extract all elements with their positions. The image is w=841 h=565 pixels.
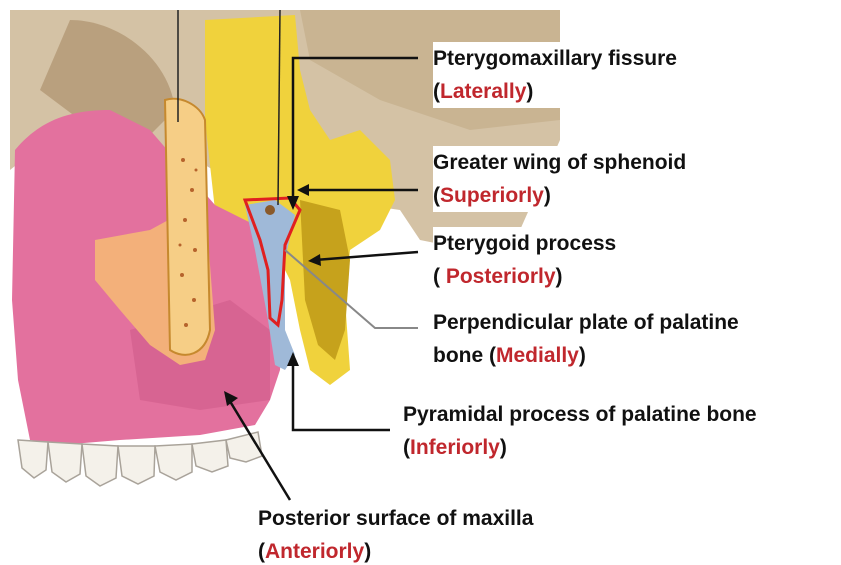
direction-text: Superiorly	[440, 184, 544, 207]
label-pyramidal-process: Pyramidal process of palatine bone (Infe…	[403, 398, 761, 464]
label-direction-line: (Anteriorly)	[258, 535, 533, 565]
label-pterygomaxillary-fissure: Pterygomaxillary fissure (Laterally)	[433, 42, 681, 108]
label-direction-line: ( Posteriorly)	[433, 260, 616, 293]
label-posterior-surface-of-maxilla: Posterior surface of maxilla (Anteriorly…	[258, 502, 537, 565]
label-name: Pterygomaxillary fissure	[433, 42, 677, 75]
direction-text: Medially	[496, 344, 579, 367]
label-direction-line: (Inferiorly)	[403, 431, 757, 464]
label-name: Greater wing of sphenoid	[433, 146, 686, 179]
label-perpendicular-plate: Perpendicular plate of palatine bone (Me…	[433, 306, 743, 372]
direction-text: Inferiorly	[410, 436, 500, 459]
label-name: Pterygoid process	[433, 227, 616, 260]
label-pterygoid-process: Pterygoid process ( Posteriorly)	[433, 227, 620, 293]
direction-text: Laterally	[440, 80, 526, 103]
direction-text: Anteriorly	[265, 540, 364, 563]
foramen	[265, 205, 275, 215]
label-direction-line: bone (Medially)	[433, 339, 739, 372]
label-greater-wing-of-sphenoid: Greater wing of sphenoid (Superiorly)	[433, 146, 690, 212]
direction-text: Posteriorly	[446, 265, 556, 288]
label-direction-line: (Superiorly)	[433, 179, 686, 212]
label-name: Pyramidal process of palatine bone	[403, 398, 757, 431]
label-name: Posterior surface of maxilla	[258, 502, 533, 535]
label-direction-line: (Laterally)	[433, 75, 677, 108]
label-name: Perpendicular plate of palatine	[433, 306, 739, 339]
cut-bone-section	[165, 99, 210, 355]
